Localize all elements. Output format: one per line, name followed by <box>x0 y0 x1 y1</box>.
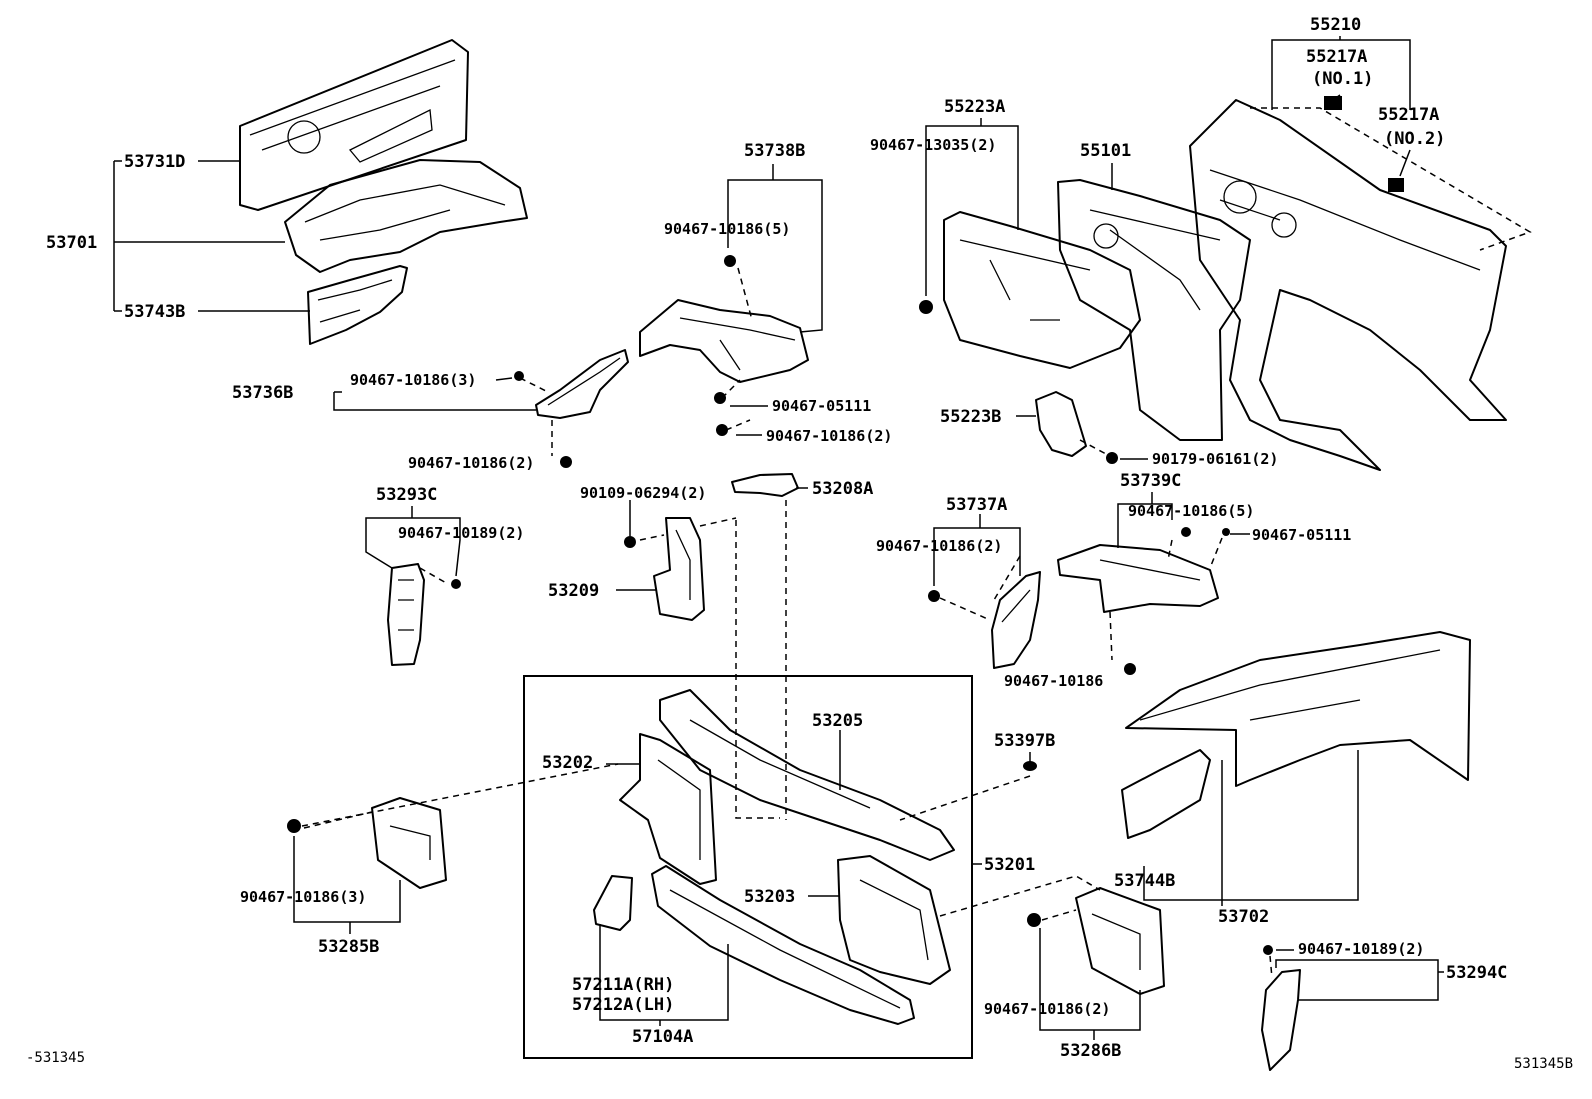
label-53701: 53701 <box>46 233 97 253</box>
part-53293c-shape <box>387 563 425 666</box>
label-53202: 53202 <box>542 753 593 773</box>
part-53205-shape <box>659 689 955 861</box>
part-53739c-shape <box>1057 544 1219 613</box>
label-53738b: 53738B <box>744 141 805 161</box>
part-57104a-shape <box>651 865 915 1025</box>
part-55223b-shape <box>1035 391 1087 457</box>
clip-icon <box>1124 663 1136 675</box>
clip-icon <box>724 255 736 267</box>
label-fastener-90467-13035: 90467-13035(2) <box>870 136 996 154</box>
label-55223b: 55223B <box>940 407 1001 427</box>
label-57212a: 57212A(LH) <box>572 995 674 1015</box>
label-53208a: 53208A <box>812 479 873 499</box>
label-53702: 53702 <box>1218 907 1269 927</box>
part-57211a-shape <box>593 875 633 931</box>
label-fastener-90467-05111-b: 90467-05111 <box>1252 526 1351 544</box>
part-53285b-shape <box>371 797 447 889</box>
part-55223a-shape <box>943 211 1141 369</box>
label-55223a: 55223A <box>944 97 1005 117</box>
leader-lines <box>113 36 1444 1040</box>
label-57211a: 57211A(RH) <box>572 975 674 995</box>
label-53201: 53201 <box>984 855 1035 875</box>
label-53731d: 53731D <box>124 152 185 172</box>
label-55217a-no1-sub: (NO.1) <box>1312 69 1373 89</box>
part-53701-shape <box>284 159 528 273</box>
clip-icon <box>560 456 572 468</box>
part-53209-shape <box>653 517 705 621</box>
label-53205: 53205 <box>812 711 863 731</box>
clip-icon <box>1181 527 1191 537</box>
label-fastener-90467-10186-3-b: 90467-10186(3) <box>240 888 366 906</box>
label-fastener-90467-10186-5-a: 90467-10186(5) <box>664 220 790 238</box>
footer-left-code: -531345 <box>26 1050 85 1066</box>
label-55101: 55101 <box>1080 141 1131 161</box>
label-fastener-90467-10186-5-b: 90467-10186(5) <box>1128 502 1254 520</box>
part-53731d-shape <box>239 39 469 211</box>
clip-icon <box>1027 913 1041 927</box>
label-53736b: 53736B <box>232 383 293 403</box>
clip-icon <box>287 819 301 833</box>
clip-icon <box>928 590 940 602</box>
fastener-icons <box>287 96 1404 955</box>
label-55217a-no2: 55217A <box>1378 105 1439 125</box>
label-fastener-90179-06161: 90179-06161(2) <box>1152 450 1278 468</box>
clip-icon <box>716 424 728 436</box>
label-53737a: 53737A <box>946 495 1007 515</box>
label-53209: 53209 <box>548 581 599 601</box>
part-53736b-shape <box>535 349 629 419</box>
label-55217a-no1: 55217A <box>1306 47 1367 67</box>
part-53702-shape <box>1125 631 1471 787</box>
label-fastener-90109-06294: 90109-06294(2) <box>580 484 706 502</box>
part-53202-shape <box>619 733 717 885</box>
part-53203-shape <box>837 855 951 985</box>
label-fastener-90467-10186-2-d: 90467-10186(2) <box>984 1000 1110 1018</box>
label-55217a-no2-sub: (NO.2) <box>1384 129 1445 149</box>
bolt-icon <box>624 536 636 548</box>
part-53743b-shape <box>307 265 408 345</box>
nut-icon <box>919 300 933 314</box>
label-55210: 55210 <box>1310 15 1361 35</box>
part-53737a-shape <box>991 571 1041 669</box>
radiator-support-group-box <box>523 675 973 1059</box>
label-fastener-90467-10186-2-c: 90467-10186(2) <box>876 537 1002 555</box>
footer-right-code: 531345B <box>1514 1056 1573 1072</box>
label-53294c: 53294C <box>1446 963 1507 983</box>
label-53743b: 53743B <box>124 302 185 322</box>
label-53203: 53203 <box>744 887 795 907</box>
clip-icon <box>451 579 461 589</box>
label-fastener-90467-10189-2-b: 90467-10189(2) <box>1298 940 1424 958</box>
clip-icon <box>714 392 726 404</box>
label-fastener-90467-10186-2-b: 90467-10186(2) <box>408 454 534 472</box>
label-fastener-90467-10186-2-a: 90467-10186(2) <box>766 427 892 445</box>
label-fastener-90467-05111-a: 90467-05111 <box>772 397 871 415</box>
label-57104a: 57104A <box>632 1027 693 1047</box>
nut-icon <box>1106 452 1118 464</box>
label-53744b: 53744B <box>1114 871 1175 891</box>
label-53285b: 53285B <box>318 937 379 957</box>
label-53286b: 53286B <box>1060 1041 1121 1061</box>
plug-icon <box>1023 761 1037 771</box>
clip-icon <box>1324 96 1342 110</box>
clip-icon <box>1222 528 1230 536</box>
part-53294c-shape <box>1261 969 1301 1071</box>
label-fastener-90467-10186: 90467-10186 <box>1004 672 1103 690</box>
part-53738b-shape <box>639 299 809 383</box>
part-53286b-shape <box>1075 887 1165 995</box>
clip-icon <box>1388 178 1404 192</box>
label-53293c: 53293C <box>376 485 437 505</box>
part-55210-shape <box>1189 99 1532 471</box>
label-53739c: 53739C <box>1120 471 1181 491</box>
clip-icon <box>1263 945 1273 955</box>
part-53208a-shape <box>731 473 799 497</box>
label-53397b: 53397B <box>994 731 1055 751</box>
part-53744b-shape <box>1121 749 1211 839</box>
part-55101-shape <box>1057 179 1251 441</box>
label-fastener-90467-10186-3-a: 90467-10186(3) <box>350 371 476 389</box>
label-fastener-90467-10189-2-a: 90467-10189(2) <box>398 524 524 542</box>
